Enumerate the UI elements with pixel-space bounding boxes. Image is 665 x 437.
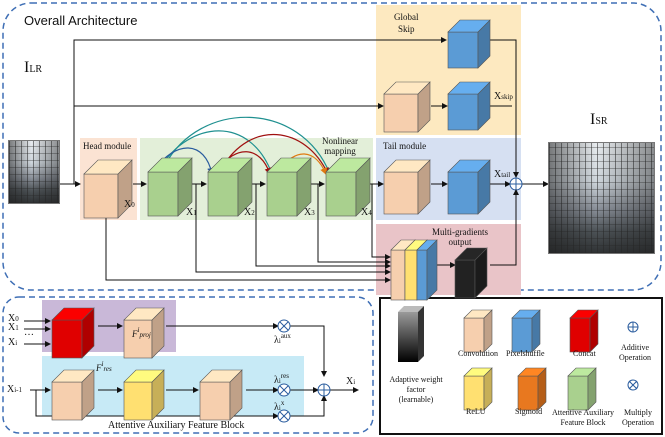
lambda-res: λires: [274, 372, 289, 386]
overall-architecture-frame: [2, 2, 662, 291]
aafb-cube-2: [207, 157, 253, 217]
global-skip-label: Global Skip: [394, 12, 419, 34]
legend-aafb-label: Attentive Auxiliary Feature Block: [552, 408, 614, 427]
aafb-title: Attentive Auxiliary Feature Block: [108, 420, 245, 431]
xskip-label: Xskip: [494, 91, 513, 102]
legend-pixelshuffle-label: Pixelshuffle: [506, 349, 545, 358]
multi-pixelshuffle-cube: [416, 239, 438, 301]
aafb-concat-cube: [51, 307, 95, 359]
tail-pixelshuffle-cube: [447, 159, 491, 215]
legend-concat-swatch: [569, 309, 599, 353]
aafb-cube-4: [325, 157, 371, 217]
legend-relu-swatch: [463, 367, 493, 411]
legend-convolution-label: Convolution: [458, 349, 499, 358]
skip-conv-cube: [383, 81, 431, 133]
aafb-out-xi: Xi: [346, 376, 356, 387]
legend-pixelshuffle-swatch: [511, 309, 541, 353]
x0-label: X0: [124, 199, 135, 210]
multi-gradients-label: Multi-gradients output: [432, 227, 488, 247]
head-module-label: Head module: [83, 141, 132, 151]
x1-label: X1: [186, 207, 197, 218]
tail-module-label: Tail module: [383, 141, 427, 151]
aafb-cube-1: [147, 157, 193, 217]
input-lr-image: [8, 140, 60, 204]
global-skip-pixelshuffle-cube: [447, 19, 491, 69]
multi-weight-cube: [454, 247, 488, 299]
legend-concat-label: Concat: [573, 349, 596, 358]
legend-adaptive-label: Adaptive weight factor (learnable): [389, 375, 443, 404]
aafb-in-x1: X1: [8, 322, 19, 333]
aafb-res-conv2-cube: [199, 369, 243, 421]
nonlinear-mapping-label: Nonlinear mapping: [322, 136, 358, 156]
aafb-res-relu-cube: [123, 369, 165, 421]
legend-additive-label: Additive Operation: [619, 343, 651, 362]
head-conv-cube: [83, 159, 133, 219]
xtail-label: Xtail: [494, 169, 511, 180]
output-sr-image: [548, 142, 655, 254]
aafb-dots: …: [24, 327, 34, 338]
x3-label: X3: [304, 207, 315, 218]
input-lr-label: ILR: [24, 59, 43, 76]
aafb-frame: [2, 296, 374, 434]
legend-relu-label: ReLU: [466, 407, 486, 416]
x4-label: X4: [361, 207, 372, 218]
aafb-in-xim1: Xi-1: [7, 384, 23, 395]
res-label: Fires: [96, 360, 112, 373]
legend-adaptive-swatch: [398, 312, 418, 362]
multiply-node-x: [277, 409, 291, 423]
aafb-in-x0: X0: [8, 313, 19, 324]
aafb-cube-3: [266, 157, 312, 217]
overall-title: Overall Architecture: [24, 13, 138, 28]
multiply-node-res: [277, 383, 291, 397]
legend-multiply-label: Multiply Operation: [622, 408, 654, 427]
legend-conv-swatch: [463, 309, 493, 353]
legend-sigmoid-label: Sigmoid: [515, 407, 543, 416]
aafb-proj-conv-cube: [123, 307, 165, 359]
aafb-res-conv-cube: [51, 369, 95, 421]
output-sr-label: ISR: [590, 111, 608, 128]
lambda-aux: λiaux: [274, 332, 291, 346]
legend-sigmoid-swatch: [517, 367, 547, 411]
legend-multiply-icon: [627, 379, 639, 391]
skip-pixelshuffle-cube: [447, 81, 491, 131]
multiply-node-aux: [277, 319, 291, 333]
aafb-in-xi: Xi: [8, 337, 18, 348]
tail-conv-cube: [383, 159, 431, 215]
legend-aafb-swatch: [567, 367, 597, 411]
additive-node-aafb: [317, 383, 331, 397]
lambda-x: λix: [274, 399, 285, 413]
legend-additive-icon: [627, 321, 639, 333]
x2-label: X2: [244, 207, 255, 218]
proj-label: Fiproj: [132, 326, 151, 339]
